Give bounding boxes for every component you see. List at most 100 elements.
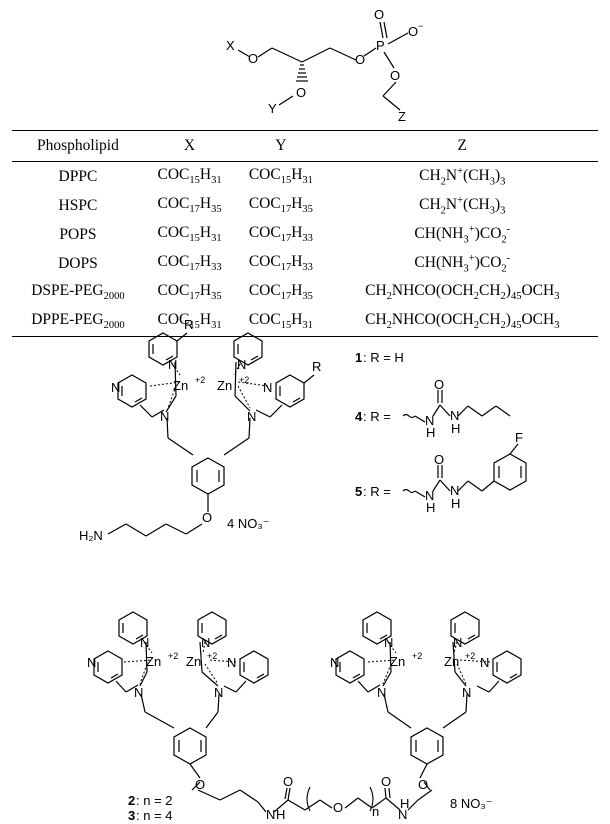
zinc-charge: +2 (239, 375, 249, 385)
phosphorus-atom: P (376, 38, 385, 53)
amide-nitrogen: N (398, 807, 407, 822)
amide-nitrogen: N (266, 807, 275, 822)
monomer-legend: 1 : R = H 4 : R = O N H N H 5 : R = (355, 350, 527, 515)
urea-nitrogen: N (425, 488, 434, 503)
zinc-atom: Zn (217, 378, 232, 393)
urea-hydrogen: H (426, 500, 435, 515)
carbonyl-oxygen: O (434, 452, 444, 467)
zinc-atom: Zn (444, 654, 459, 669)
compound-number: 1 (355, 350, 362, 365)
table-cell: COC17H35 (157, 282, 222, 303)
table-cell: DSPE-PEG2000 (31, 282, 125, 303)
table-cell: COC17H33 (248, 253, 313, 274)
zinc-charge: +2 (168, 651, 178, 661)
urea-hydrogen: H (426, 425, 435, 440)
amide-hydrogen: H (276, 807, 285, 822)
table-cell: COC15H31 (248, 166, 313, 187)
table-cell: CH(NH3+)CO2- (414, 223, 511, 246)
table-header-row: Phospholipid X Y Z (12, 130, 598, 162)
pyridine-n: N (111, 380, 120, 395)
phosphate-oxygen-2: O (390, 68, 400, 83)
amide-oxygen: O (381, 774, 391, 789)
table-row: POPS COC15H31 COC17H33 CH(NH3+)CO2- (12, 220, 598, 249)
table-cell: DPPE-PEG2000 (12, 307, 144, 337)
pyridine-n: N (330, 655, 339, 670)
table-row: HSPC COC17H35 COC17H35 CH2N+(CH3)3 (12, 191, 598, 220)
r-substituent-left: R (184, 317, 193, 332)
pyridine-n: N (201, 635, 210, 650)
amine-n: N (462, 685, 471, 700)
amine-n: N (214, 685, 223, 700)
table-cell: DOPS (58, 254, 98, 272)
x-substituent-label: X (226, 38, 235, 53)
compound-number: 3 (128, 808, 135, 823)
negative-charge: − (418, 21, 423, 31)
table-row: DPPE-PEG2000 COC15H31 COC15H31 CH2NHCO(O… (12, 307, 598, 337)
table-cell: CH2N+(CH3)3 (419, 194, 506, 217)
carbonyl-oxygen: O (434, 377, 444, 392)
table-cell: COC17H35 (157, 195, 222, 216)
urea-nitrogen: N (450, 408, 459, 423)
table-cell: COC15H31 (235, 307, 327, 337)
header-z: Z (326, 130, 598, 162)
pyridine-n: N (480, 655, 489, 670)
compound-definition: : n = 2 (136, 793, 173, 808)
table-cell: CH2NHCO(OCH2CH2)45OCH3 (365, 282, 560, 303)
phospholipid-scaffold: X O O Y O P O O − O Z (226, 7, 423, 124)
table-cell: CH2NHCO(OCH2CH2)45OCH3 (326, 307, 598, 337)
pyridine-n: N (140, 635, 149, 650)
compound-definition: : n = 4 (136, 808, 173, 823)
compound-definition: : R = (363, 409, 391, 424)
urea-hydrogen: H (451, 421, 460, 436)
table-cell: HSPC (58, 196, 98, 214)
fluorine-atom: F (515, 430, 523, 445)
peg-oxygen: O (333, 800, 343, 815)
amine-n: N (247, 409, 256, 424)
zinc-charge: +2 (195, 375, 205, 385)
header-phospholipid: Phospholipid (12, 130, 144, 162)
pyridine-n: N (237, 357, 246, 372)
nitrate-counterion: 4 NO₃⁻ (227, 516, 270, 531)
phosphate-oxygen-1: O (355, 52, 365, 67)
table-cell: POPS (59, 225, 97, 243)
zinc-atom: Zn (146, 654, 161, 669)
amine-n: N (160, 409, 169, 424)
urea-nitrogen: N (450, 483, 459, 498)
r-substituent-right: R (312, 359, 321, 374)
table-cell: CH(NH3+)CO2- (414, 252, 511, 275)
ester-oxygen-1: O (248, 51, 258, 66)
pyridine-n: N (453, 635, 462, 650)
amide-oxygen: O (283, 774, 293, 789)
zinc-atom: Zn (390, 654, 405, 669)
table-cell: COC17H35 (248, 282, 313, 303)
z-substituent-label: Z (398, 109, 406, 124)
amine-n: N (134, 685, 143, 700)
pyridine-n: N (384, 635, 393, 650)
phosphate-anion-oxygen: O (408, 24, 418, 39)
ether-oxygen: O (195, 777, 205, 792)
amine-n: N (377, 685, 386, 700)
pyridine-n: N (227, 655, 236, 670)
monomer-structure: R R N N N N N N Zn +2 Zn +2 O H₂N 4 NO₃⁻ (79, 317, 321, 543)
phospholipid-table: Phospholipid X Y Z DPPC COC15H31 COC15H3… (12, 130, 598, 337)
amide-hydrogen: H (400, 796, 409, 811)
phosphoryl-oxygen: O (374, 7, 384, 22)
table-row: DPPC COC15H31 COC15H31 CH2N+(CH3)3 (12, 162, 598, 192)
table-cell: COC17H35 (248, 195, 313, 216)
table-row: DSPE-PEG2000 COC17H35 COC17H35 CH2NHCO(O… (12, 278, 598, 307)
compound-definition: : R = H (363, 350, 404, 365)
header-y: Y (235, 130, 327, 162)
urea-nitrogen: N (425, 413, 434, 428)
zinc-atom: Zn (186, 654, 201, 669)
zinc-atom: Zn (173, 378, 188, 393)
y-substituent-label: Y (268, 101, 277, 116)
compound-definition: : R = (363, 484, 391, 499)
pyridine-n: N (168, 357, 177, 372)
table-cell: COC15H31 (157, 166, 222, 187)
ester-oxygen-2: O (296, 85, 306, 100)
ether-oxygen: O (202, 510, 212, 525)
header-x: X (143, 130, 236, 162)
urea-hydrogen: H (451, 496, 460, 511)
table-row: DOPS COC17H33 COC17H33 CH(NH3+)CO2- (12, 249, 598, 278)
compound-number: 4 (355, 409, 363, 424)
